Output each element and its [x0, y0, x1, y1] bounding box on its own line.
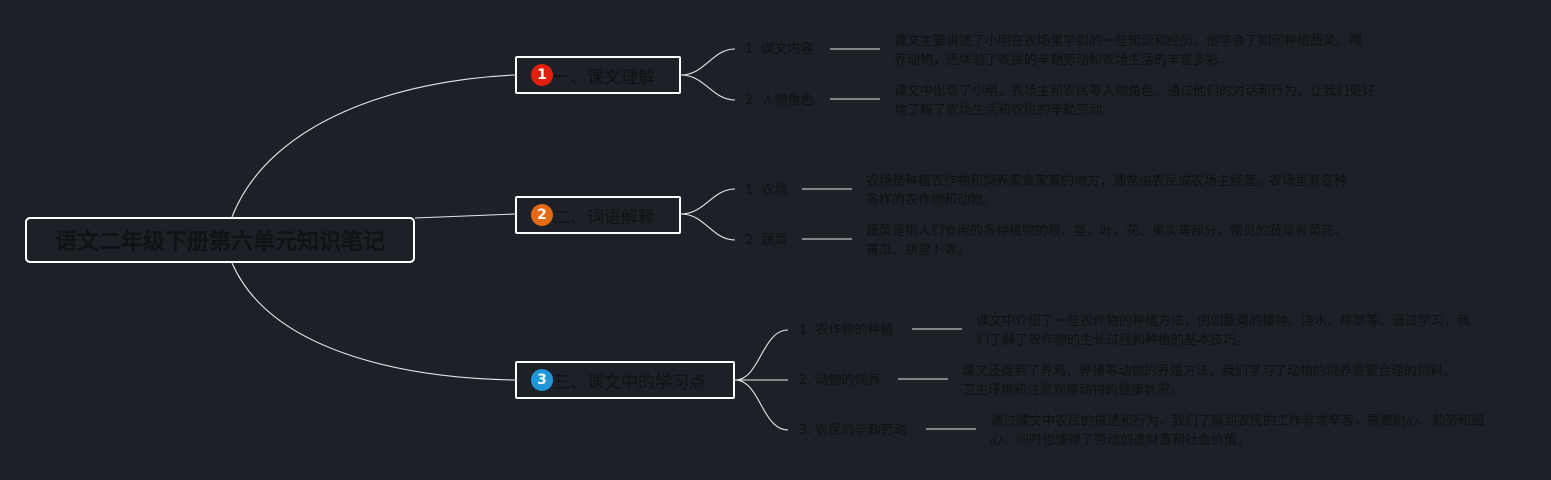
connector-root-branch-1: [231, 74, 516, 218]
connector-branch-3-leaf-1: [734, 329, 789, 381]
subtopic-description-3-2: 课文还提到了养鸡、养猪等动物的养殖方法。我们学习了动物的饲养需要合理的饲料、卫生…: [962, 364, 1457, 398]
root-topic[interactable]: 语文二年级下册第六单元知识笔记: [25, 217, 415, 263]
connector-branch-1-leaf-1: [680, 48, 736, 76]
connector-branch-3-leaf-3: [734, 379, 789, 431]
subtopic-1-1[interactable]: 1. 课文内容: [745, 42, 814, 57]
subtopic-3-3[interactable]: 3. 农民的辛勤劳动: [799, 423, 907, 438]
subtopic-2-2[interactable]: 2. 蔬菜: [745, 233, 788, 248]
connector-branch-1-leaf-2: [680, 74, 736, 101]
subtopic-1-2[interactable]: 2. 人物角色: [745, 93, 814, 108]
subtopic-3-2[interactable]: 2. 动物的饲养: [799, 373, 881, 388]
subtopic-description-3-3: 通过课文中农民的描述和行为，我们了解到农民的工作非常辛苦，需要耐心、勤劳和细心。…: [990, 414, 1485, 448]
branch-topic-1[interactable]: 1 一、课文理解: [515, 56, 681, 94]
branch-topic-label: 一、课文理解: [553, 67, 655, 88]
subtopic-description-1-1: 课文主要讲述了小明在农场里学到的一些知识和经历。他学会了如何种植蔬菜、喂养动物，…: [894, 34, 1363, 68]
branch-topic-label: 三、课文中的学习点: [553, 372, 706, 393]
subtopic-description-2-2: 蔬菜是指人们食用的各种植物的根、茎、叶、花、果实等部分。常见的蔬菜有菜花、黄瓜、…: [866, 224, 1348, 258]
subtopic-2-1[interactable]: 1. 农场: [745, 183, 788, 198]
subtopic-description-3-1: 课文中介绍了一些农作物的种植方法，例如蔬菜的播种、浇水、除草等。通过学习，我们了…: [976, 314, 1471, 348]
connector-root-branch-2: [414, 213, 516, 219]
subtopic-description-1-2: 课文中出现了小明、农场主和农民等人物角色。通过他们的对话和行为，让我们更好地了解…: [894, 84, 1376, 118]
connector-branch-2-leaf-1: [680, 188, 736, 215]
connector-branch-2-leaf-2: [680, 213, 736, 241]
connector-root-branch-3: [231, 262, 516, 381]
number-badge-icon: 3: [531, 369, 553, 391]
branch-topic-label: 二、词语解释: [553, 207, 655, 228]
subtopic-description-2-1: 农场是种植农作物和饲养家禽家畜的地方，通常由农民或农场主经营。农场里有各种各样的…: [866, 174, 1348, 208]
branch-topic-3[interactable]: 3 三、课文中的学习点: [515, 361, 735, 399]
root-topic-title: 语文二年级下册第六单元知识笔记: [54, 230, 385, 255]
number-badge-icon: 1: [531, 64, 553, 86]
subtopic-3-1[interactable]: 1. 农作物的种植: [799, 323, 894, 338]
number-badge-icon: 2: [531, 204, 553, 226]
branch-topic-2[interactable]: 2 二、词语解释: [515, 196, 681, 234]
